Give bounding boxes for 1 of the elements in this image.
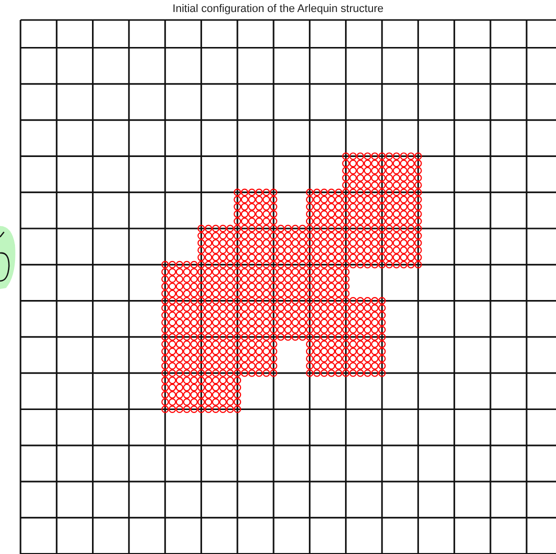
diagram-title: Initial configuration of the Arlequin structure bbox=[172, 3, 384, 16]
